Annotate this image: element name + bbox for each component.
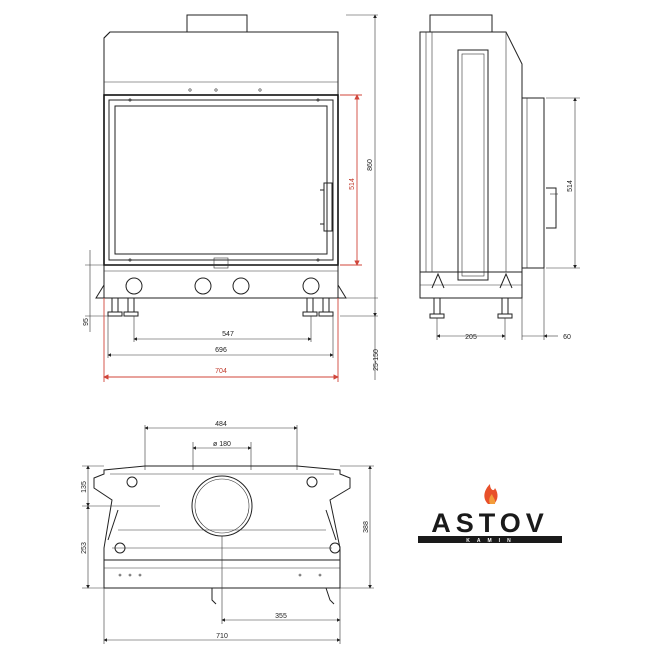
dim-710-label: 710 xyxy=(216,633,228,640)
dim-514-front-label: 514 xyxy=(349,178,356,190)
flame-icon xyxy=(484,484,498,504)
front-view: 860 514 25-150 95 547 696 704 xyxy=(83,14,380,382)
dim-547-label: 547 xyxy=(222,331,234,338)
dim-704-label: 704 xyxy=(215,368,227,375)
dim-484-label: 484 xyxy=(215,421,227,428)
dim-696-label: 696 xyxy=(215,347,227,354)
dim-60-label: 60 xyxy=(563,334,571,341)
dim-860-label: 860 xyxy=(367,159,374,171)
dim-diameter-label: ø 180 xyxy=(213,441,231,448)
dim-253-label: 253 xyxy=(81,542,88,554)
astov-logo: ASTOV KAMIN xyxy=(418,484,562,544)
dim-514-side-label: 514 xyxy=(567,180,574,192)
top-view: 484 ø 180 135 xyxy=(81,421,374,644)
dim-205-label: 205 xyxy=(465,334,477,341)
dim-388-label: 388 xyxy=(363,521,370,533)
dim-135-label: 135 xyxy=(81,481,88,493)
dim-355-label: 355 xyxy=(275,613,287,620)
logo-sub-text: KAMIN xyxy=(466,538,517,544)
logo-brand-text: ASTOV xyxy=(431,508,549,538)
side-view: 514 205 60 xyxy=(419,14,580,341)
dim-95-label: 95 xyxy=(83,318,90,326)
dim-25-150-label: 25-150 xyxy=(373,349,380,371)
